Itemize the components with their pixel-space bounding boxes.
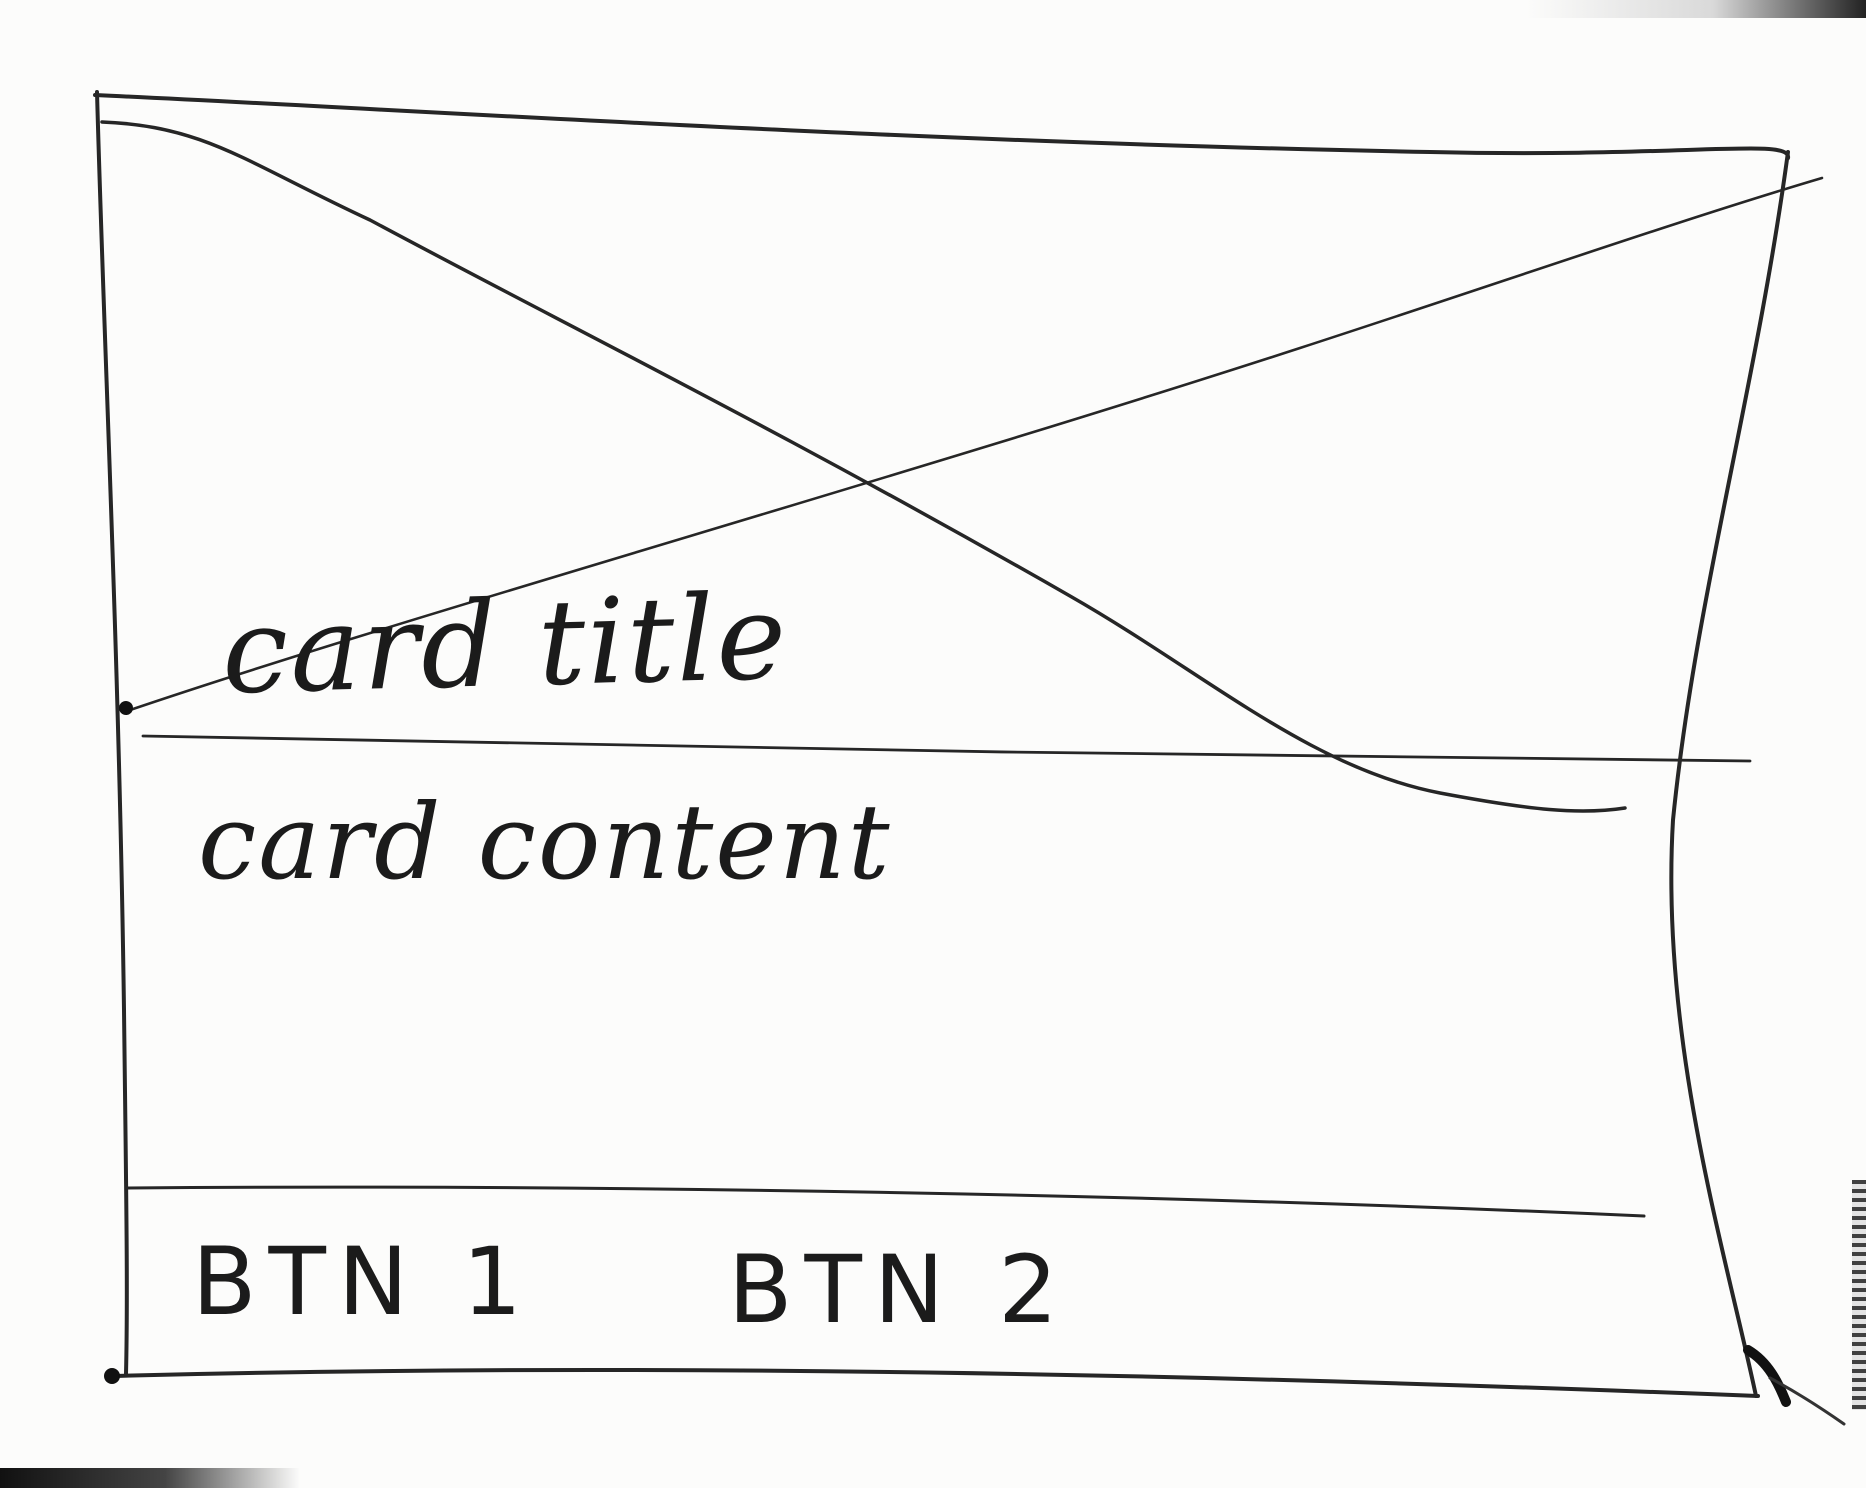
btn-1[interactable]: BTN 1	[192, 1228, 534, 1337]
scan-edge-top	[1526, 0, 1866, 18]
image-placeholder-icon	[100, 120, 1627, 813]
ink-dot	[119, 701, 133, 715]
ink-dot	[104, 1368, 120, 1384]
ink-scratch	[1768, 1376, 1846, 1426]
title-divider	[141, 734, 1752, 763]
card-title: card title	[220, 567, 790, 721]
card-frame-bottom	[110, 1367, 1760, 1398]
actions-divider	[126, 1185, 1646, 1218]
scan-edge-right	[1852, 1180, 1866, 1410]
scan-edge-bottom	[0, 1468, 300, 1488]
btn-2[interactable]: BTN 2	[728, 1236, 1070, 1345]
card-frame-top	[93, 93, 1791, 160]
image-placeholder-diagonal	[128, 176, 1824, 712]
card-frame-right	[1669, 150, 1790, 1398]
ink-smudge	[1743, 1345, 1791, 1407]
card-content: card content	[198, 781, 892, 903]
card-frame-left	[95, 90, 129, 1376]
